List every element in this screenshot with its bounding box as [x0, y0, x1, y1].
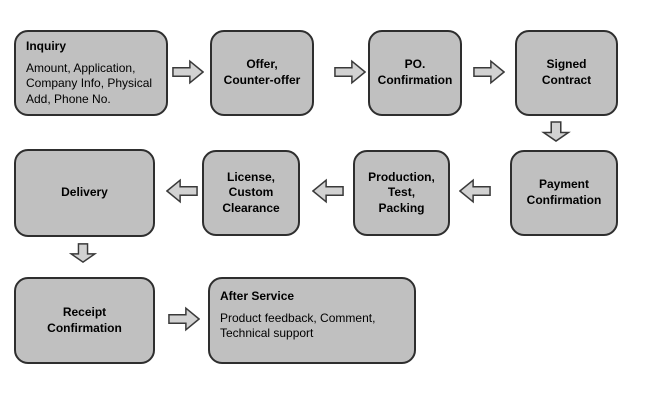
arrow-delivery-to-receipt-icon: [68, 243, 98, 263]
receipt-confirmation-label: Receipt Confirmation: [47, 304, 122, 335]
inquiry-box: Inquiry Amount, Application, Company Inf…: [14, 30, 168, 116]
po-confirmation-box: PO. Confirmation: [368, 30, 462, 116]
arrow-offer-to-po-icon: [334, 59, 366, 85]
production-test-packing-box: Production, Test, Packing: [353, 150, 450, 236]
receipt-confirmation-box: Receipt Confirmation: [14, 277, 155, 364]
offer-counter-offer-label: Offer, Counter-offer: [223, 57, 301, 87]
arrow-production-to-license-icon: [312, 178, 344, 204]
signed-contract-box: Signed Contract: [515, 30, 618, 116]
production-test-packing-label: Production, Test, Packing: [368, 169, 435, 215]
offer-counter-offer-box: Offer, Counter-offer: [210, 30, 314, 116]
arrow-contract-to-payment-icon: [541, 121, 571, 142]
arrow-po-to-contract-icon: [473, 59, 505, 85]
after-service-box: After Service Product feedback, Comment,…: [208, 277, 416, 364]
arrow-inquiry-to-offer-icon: [172, 59, 204, 85]
signed-contract-label: Signed Contract: [541, 57, 592, 87]
arrow-license-to-delivery-icon: [166, 178, 198, 204]
after-service-title: After Service: [220, 289, 295, 303]
after-service-body: Product feedback, Comment, Technical sup…: [220, 310, 376, 341]
arrow-receipt-to-after-service-icon: [168, 306, 200, 332]
payment-confirmation-label: Payment Confirmation: [526, 177, 602, 207]
payment-confirmation-box: Payment Confirmation: [510, 150, 618, 236]
inquiry-body: Amount, Application, Company Info, Physi…: [26, 60, 153, 107]
license-custom-clearance-box: License, Custom Clearance: [202, 150, 300, 236]
delivery-box: Delivery: [14, 149, 155, 237]
po-confirmation-label: PO. Confirmation: [377, 57, 453, 87]
inquiry-title: Inquiry: [26, 39, 67, 53]
license-custom-clearance-label: License, Custom Clearance: [222, 169, 280, 215]
arrow-payment-to-production-icon: [459, 178, 491, 204]
delivery-label: Delivery: [61, 185, 108, 200]
